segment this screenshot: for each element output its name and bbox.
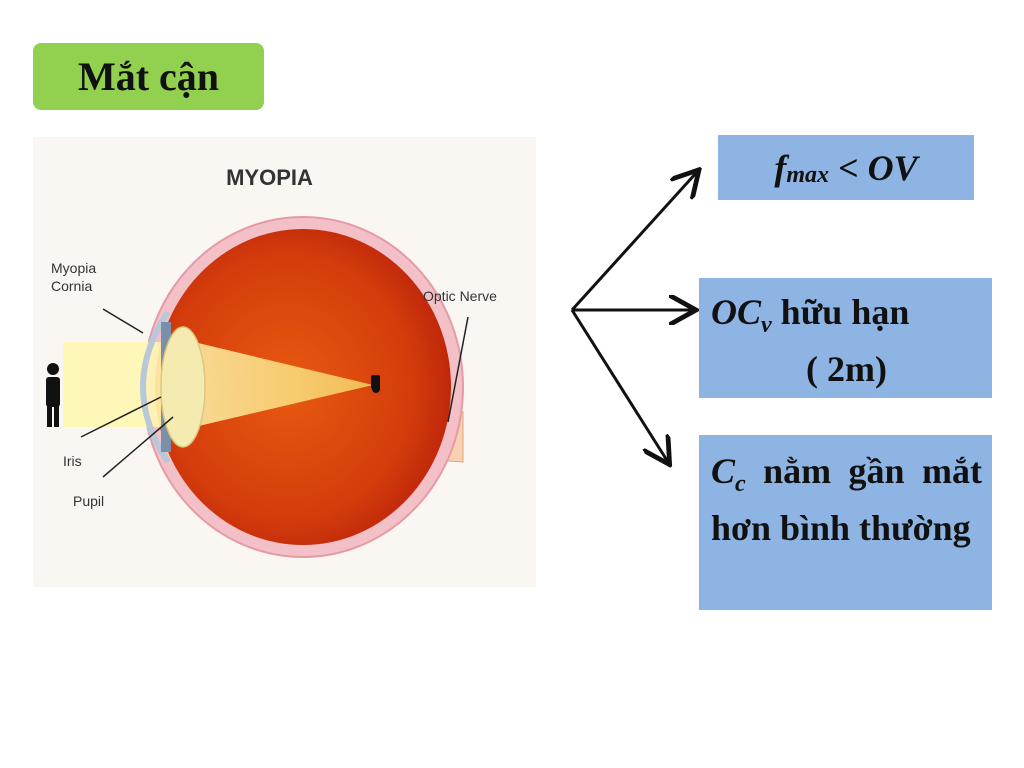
cornea	[140, 310, 171, 464]
operator-less-than: <	[838, 147, 859, 188]
subscript-v: v	[761, 312, 772, 338]
light-beam-inside	[173, 337, 373, 432]
label-cornia: Cornia	[51, 278, 93, 294]
label-pupil: Pupil	[73, 493, 105, 509]
eye-illustration	[46, 216, 469, 558]
text-nam-gan: nằm gần mắt hơn bình thường	[711, 451, 982, 548]
retina-image-icon	[371, 375, 380, 393]
label-myopia: Myopia	[51, 260, 97, 276]
condition-box-ocv: OCv hữu hạn ( 2m)	[699, 278, 992, 398]
person-icon	[46, 363, 60, 427]
arrow-down	[570, 309, 668, 462]
label-optic-nerve: Optic Nerve	[423, 288, 497, 304]
text-2m: ( 2m)	[806, 349, 887, 389]
pointer-iris	[80, 396, 162, 438]
label-myopia-cornia: Myopia Cornia	[51, 259, 96, 295]
condition-box-cc: Cc nằm gần mắt hơn bình thường	[699, 435, 992, 610]
myopia-diagram: MYOPIA Myopia Cornia Optic Nerve Iris Pu…	[33, 137, 536, 587]
slide-title: Mắt cận	[77, 54, 220, 99]
symbol-f: f	[774, 147, 787, 188]
pointer-cornia	[102, 308, 144, 334]
diagram-title: MYOPIA	[226, 165, 313, 190]
subscript-c: c	[735, 471, 746, 497]
arrow-up	[570, 172, 697, 312]
symbol-c: C	[711, 451, 736, 491]
subscript-max: max	[786, 162, 830, 188]
label-iris: Iris	[63, 453, 82, 469]
text-huu-han: hữu hạn	[771, 292, 910, 332]
pointer-pupil	[102, 416, 174, 478]
pointer-optic	[447, 316, 469, 423]
symbol-ov: OV	[867, 147, 918, 188]
symbol-oc: OC	[711, 292, 762, 332]
slide-title-box: Mắt cận	[33, 43, 264, 110]
